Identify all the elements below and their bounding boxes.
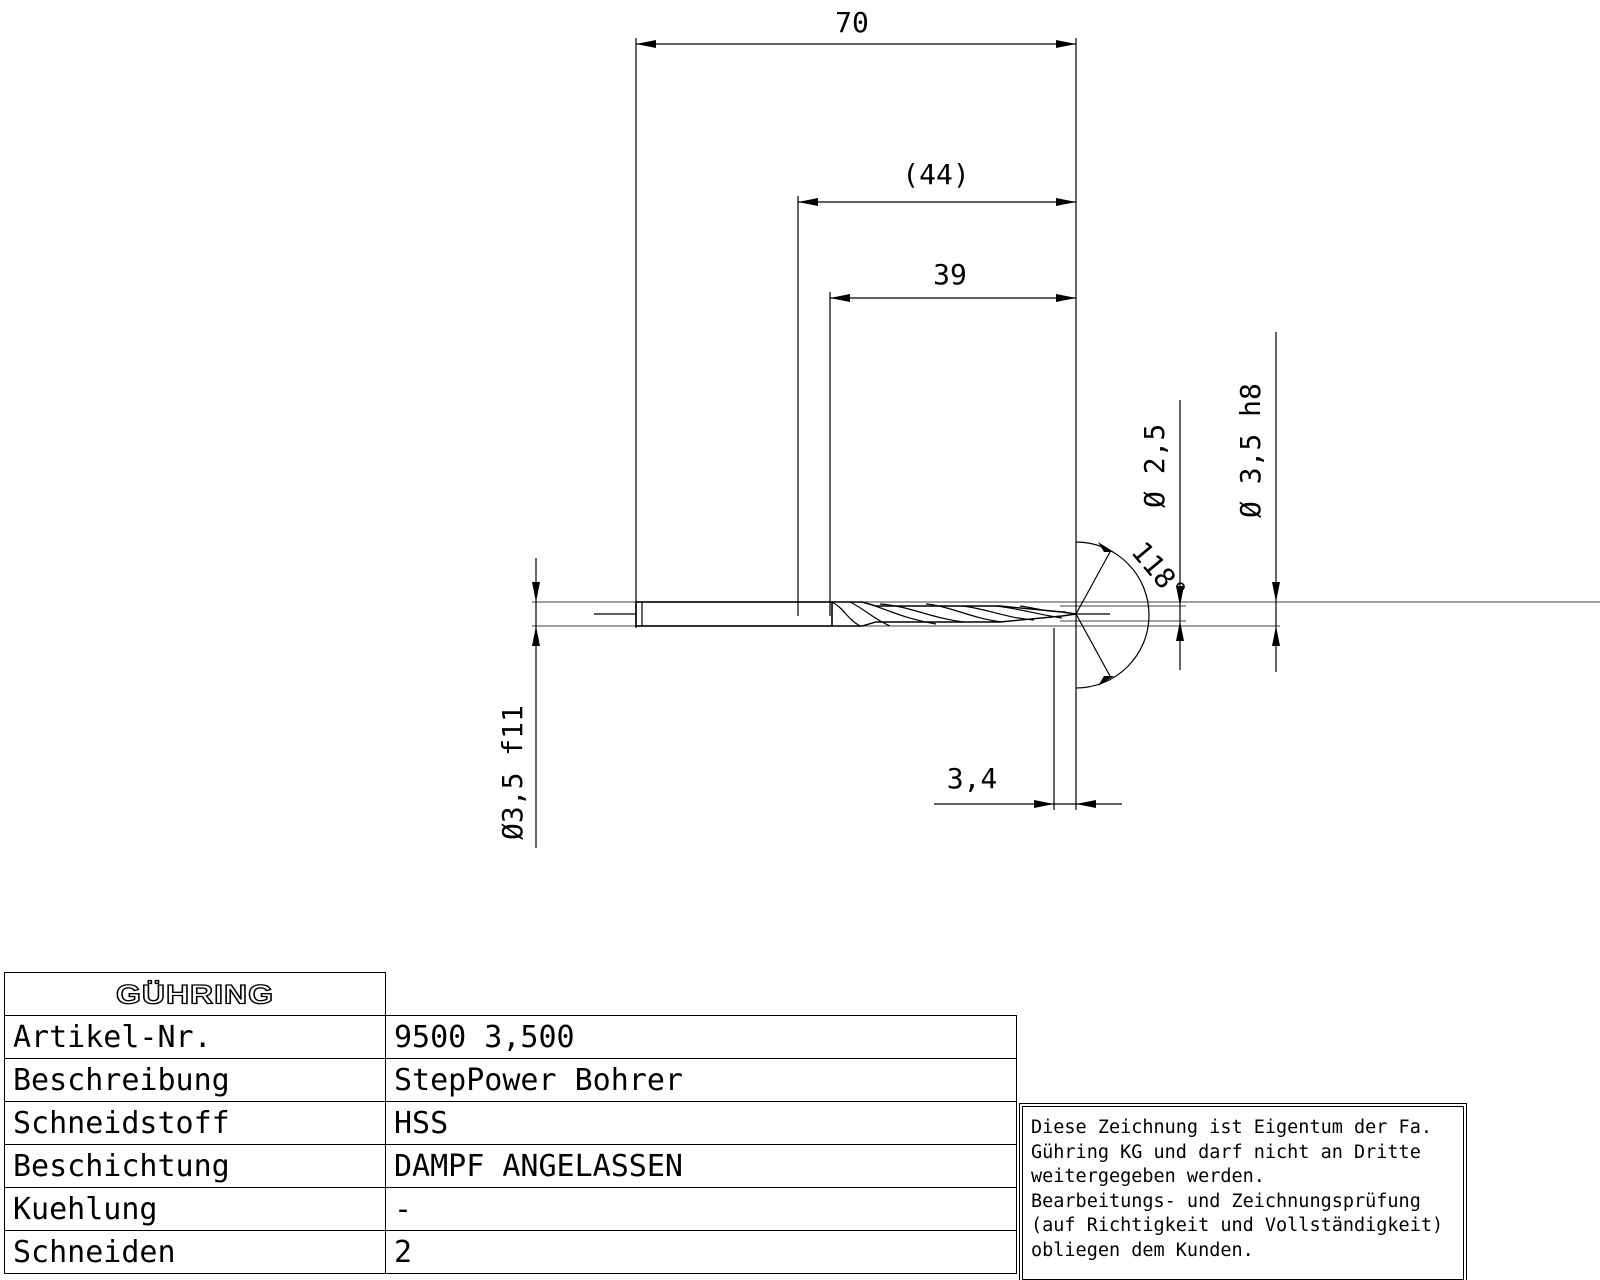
notice-line: (auf Richtigkeit und Vollständigkeit) [1031,1215,1444,1236]
dim-tip-length: 3,4 [934,628,1122,810]
table-row: Schneiden 2 [4,1230,1017,1274]
dim-flute-length-ref: (44) [797,158,1076,616]
dim-flute-length-label: 39 [933,258,967,291]
row-label: Schneiden [4,1230,386,1274]
notice-line: weitergegeben werden. [1031,1166,1265,1187]
row-value: HSS [385,1101,1017,1145]
row-value: StepPower Bohrer [385,1058,1017,1102]
notice-line: obliegen dem Kunden. [1031,1239,1254,1261]
dim-step-diameter-label: Ø 2,5 [1138,424,1171,508]
dim-flute-length: 39 [829,258,1076,616]
table-row: Beschreibung StepPower Bohrer [4,1058,1017,1102]
row-value: - [385,1187,1017,1231]
ownership-notice: Diese Zeichnung ist Eigentum der Fa. Güh… [1019,1103,1467,1280]
empty-cell [385,972,1017,1016]
dim-shank-diameter: Ø3,5 f11 [496,558,540,848]
row-label: Beschreibung [4,1058,386,1102]
row-label: Kuehlung [4,1187,386,1231]
table-row: Schneidstoff HSS [4,1101,1017,1145]
dim-tip-length-label: 3,4 [947,762,998,795]
row-label: Artikel-Nr. [4,1015,386,1059]
table-row: Artikel-Nr. 9500 3,500 [4,1015,1017,1059]
title-block-logo-row: GÜHRING [4,972,1017,1016]
dim-body-diameter-label: Ø 3,5 h8 [1234,383,1267,518]
dim-total-length: 70 [635,6,1077,810]
dim-shank-diameter-label: Ø3,5 f11 [496,705,529,840]
guehring-logo: GÜHRING [115,978,275,1010]
notice-line: Gühring KG und darf nicht an Dritte [1031,1141,1421,1163]
dim-point-angle: 118° [1075,535,1193,689]
drill-body [532,601,1600,627]
table-row: Beschichtung DAMPF ANGELASSEN [4,1144,1017,1188]
logo-cell: GÜHRING [4,972,386,1016]
dim-flute-length-ref-label: (44) [902,158,969,191]
row-value: DAMPF ANGELASSEN [385,1144,1017,1188]
row-label: Schneidstoff [4,1101,386,1145]
row-value: 9500 3,500 [385,1015,1017,1059]
table-row: Kuehlung - [4,1187,1017,1231]
notice-line: Bearbeitungs- und Zeichnungsprüfung [1031,1190,1421,1212]
row-label: Beschichtung [4,1144,386,1188]
notice-line: Diese Zeichnung ist Eigentum der Fa. [1031,1117,1432,1138]
dim-body-diameter: Ø 3,5 h8 [1234,332,1280,672]
title-block: GÜHRING Artikel-Nr. 9500 3,500 Beschreib… [4,972,1017,1274]
row-value: 2 [385,1230,1017,1274]
dim-total-length-label: 70 [835,6,869,39]
dim-step-diameter: Ø 2,5 [1138,400,1184,670]
